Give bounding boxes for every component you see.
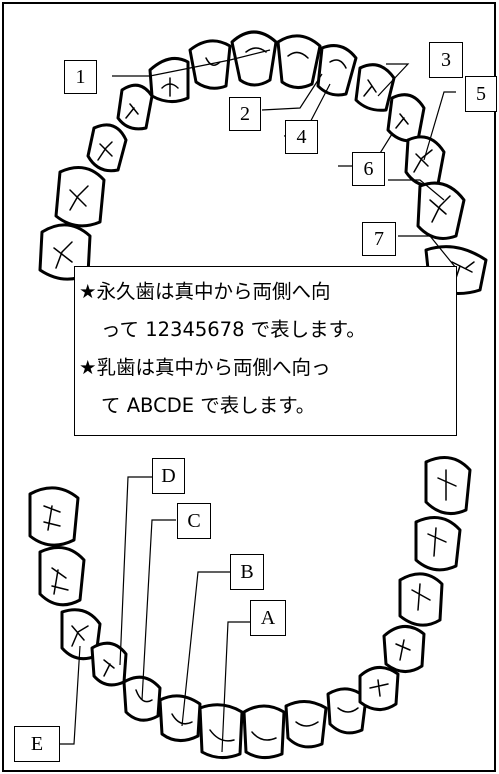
upper-right-canine bbox=[148, 56, 190, 103]
permanent-label-2: 2 bbox=[229, 97, 261, 131]
permanent-label-7: 7 bbox=[362, 222, 396, 256]
lower-molar-left-3 bbox=[398, 572, 444, 627]
upper-left-first-premolar bbox=[386, 93, 426, 143]
lower-left-primary-canine bbox=[326, 687, 368, 735]
lower-left-primary-lateral bbox=[284, 700, 328, 749]
note-line-2: って 12345678 で表します。 bbox=[101, 318, 366, 341]
upper-left-lateral-incisor bbox=[316, 44, 358, 97]
note-line-3: ★乳歯は真中から両側へ向っ bbox=[79, 356, 331, 379]
note-line-4: て ABCDE で表します。 bbox=[101, 394, 316, 417]
primary-label-C: C bbox=[177, 503, 211, 539]
upper-right-first-molar bbox=[54, 166, 106, 228]
lower-molar-left-5 bbox=[424, 456, 472, 516]
explanation-box: ★永久歯は真中から両側へ向 って 12345678 で表します。 ★乳歯は真中か… bbox=[74, 266, 457, 436]
upper-right-central-incisor bbox=[230, 30, 278, 87]
permanent-label-4: 4 bbox=[285, 120, 318, 154]
primary-label-D: D bbox=[152, 458, 185, 494]
lower-molar-left-4 bbox=[414, 516, 462, 572]
note-line-1: ★永久歯は真中から両側へ向 bbox=[79, 280, 331, 303]
lower-right-primary-central bbox=[198, 703, 244, 759]
primary-label-E: E bbox=[14, 726, 60, 762]
lower-molar-right-2 bbox=[38, 546, 86, 607]
permanent-label-3: 3 bbox=[429, 42, 463, 78]
permanent-label-1: 1 bbox=[64, 60, 97, 94]
upper-left-first-molar bbox=[416, 181, 466, 240]
lower-primary-arch bbox=[28, 456, 472, 759]
upper-left-central-incisor bbox=[276, 34, 322, 89]
permanent-label-6: 6 bbox=[352, 152, 385, 186]
upper-left-second-premolar bbox=[404, 135, 446, 187]
upper-left-canine bbox=[354, 63, 396, 112]
lower-right-primary-lateral bbox=[158, 694, 202, 742]
upper-right-first-premolar bbox=[116, 83, 154, 131]
lower-left-primary-central bbox=[242, 704, 286, 759]
lower-molar-left-2 bbox=[382, 625, 426, 673]
upper-permanent-arch bbox=[38, 30, 488, 295]
primary-label-A: A bbox=[250, 600, 286, 636]
primary-label-B: B bbox=[230, 554, 264, 590]
permanent-label-5: 5 bbox=[465, 76, 497, 112]
lower-molar-right-1 bbox=[28, 486, 80, 547]
